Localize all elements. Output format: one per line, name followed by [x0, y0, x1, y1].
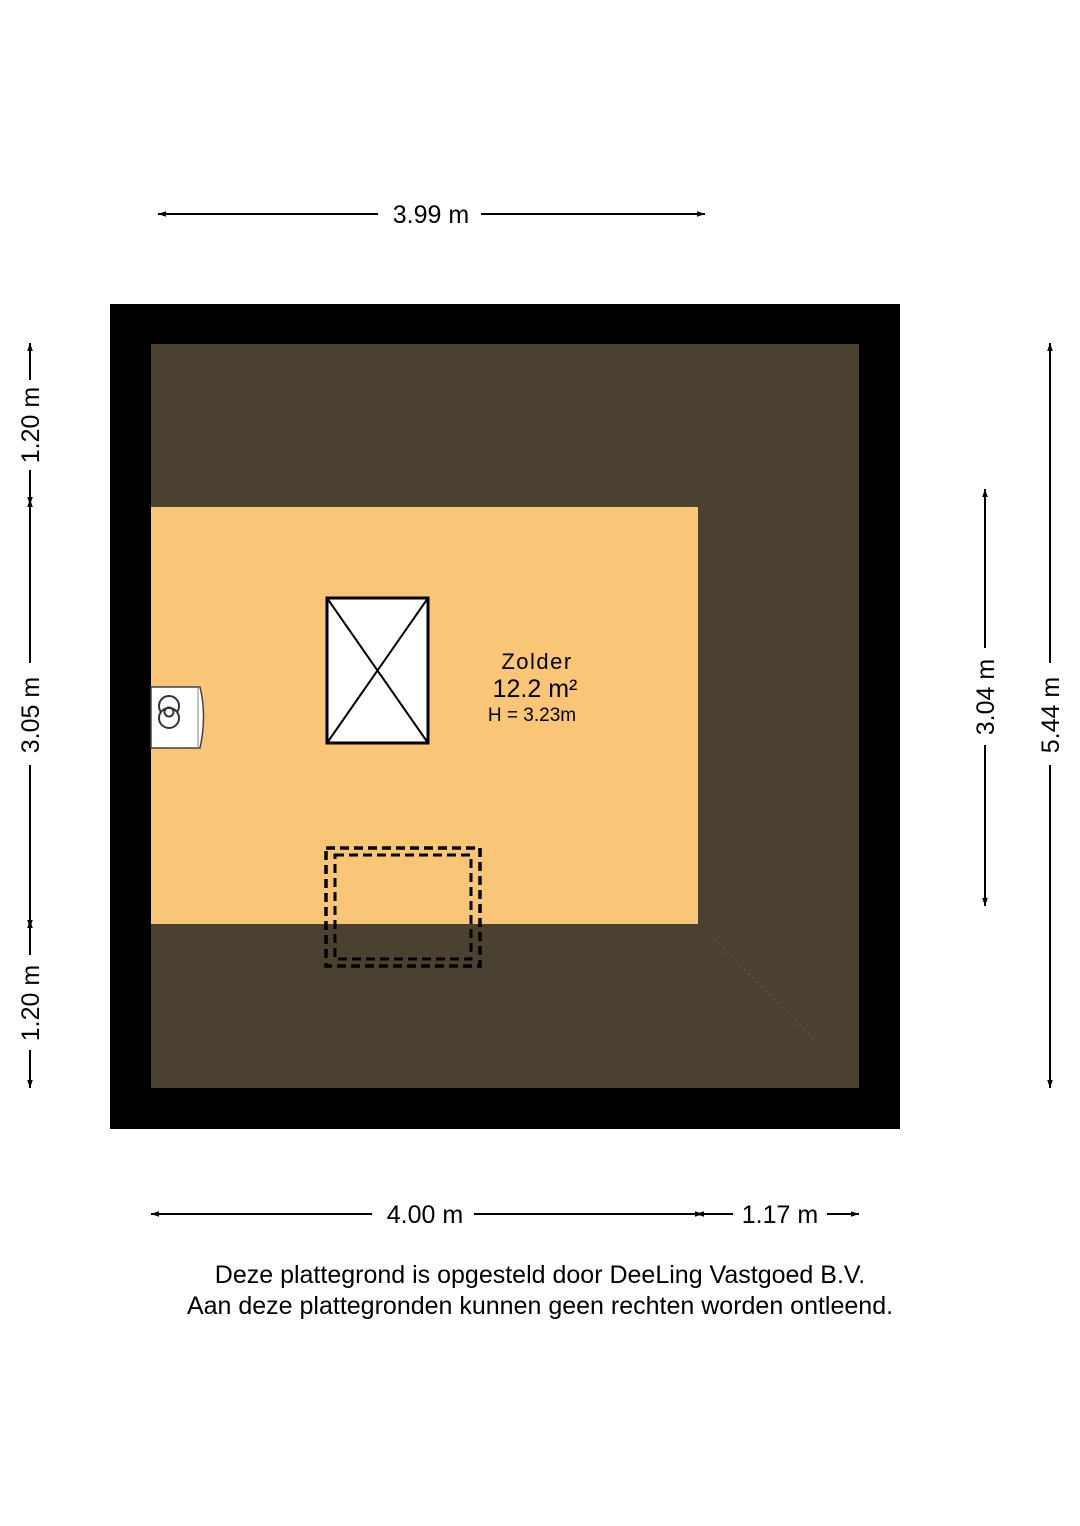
- dimension-right-total: 5.44 m: [1037, 343, 1065, 1088]
- dimension-top-width-label: 3.99 m: [393, 201, 469, 229]
- stair-hint-line: [709, 934, 816, 1041]
- dimension-left-bottom: 1.20 m: [17, 920, 45, 1088]
- dimension-left-middle-label: 3.05 m: [17, 677, 45, 753]
- disclaimer: Deze plattegrond is opgesteld door DeeLi…: [0, 1260, 1080, 1322]
- dimension-left-top-label: 1.20 m: [17, 387, 45, 463]
- dimension-left-bottom-label: 1.20 m: [17, 965, 45, 1041]
- boiler-icon: [150, 686, 205, 749]
- disclaimer-line-2: Aan deze plattegronden kunnen geen recht…: [186, 1292, 894, 1320]
- dimension-top-width: 3.99 m: [158, 201, 705, 229]
- dimension-bottom-width-label: 4.00 m: [387, 1201, 463, 1229]
- room-name: Zolder: [501, 649, 572, 674]
- dimension-right-total-label: 5.44 m: [1037, 677, 1065, 753]
- disclaimer-line-1: Deze plattegrond is opgesteld door DeeLi…: [214, 1261, 866, 1289]
- dimension-bottom-extra-label: 1.17 m: [742, 1201, 818, 1229]
- dimension-bottom-extra: 1.17 m: [696, 1201, 859, 1229]
- room-area: 12.2 m²: [493, 675, 578, 703]
- dimension-bottom-width: 4.00 m: [151, 1201, 703, 1229]
- dimension-right-inner-label: 3.04 m: [972, 659, 1000, 735]
- dimension-left-middle: 3.05 m: [17, 499, 45, 928]
- skylight-icon: [325, 596, 430, 745]
- dimension-left-top: 1.20 m: [17, 343, 45, 505]
- dimension-right-inner: 3.04 m: [972, 489, 1000, 906]
- room-height: H = 3.23m: [488, 705, 576, 726]
- attic-hatch-icon: [324, 846, 482, 968]
